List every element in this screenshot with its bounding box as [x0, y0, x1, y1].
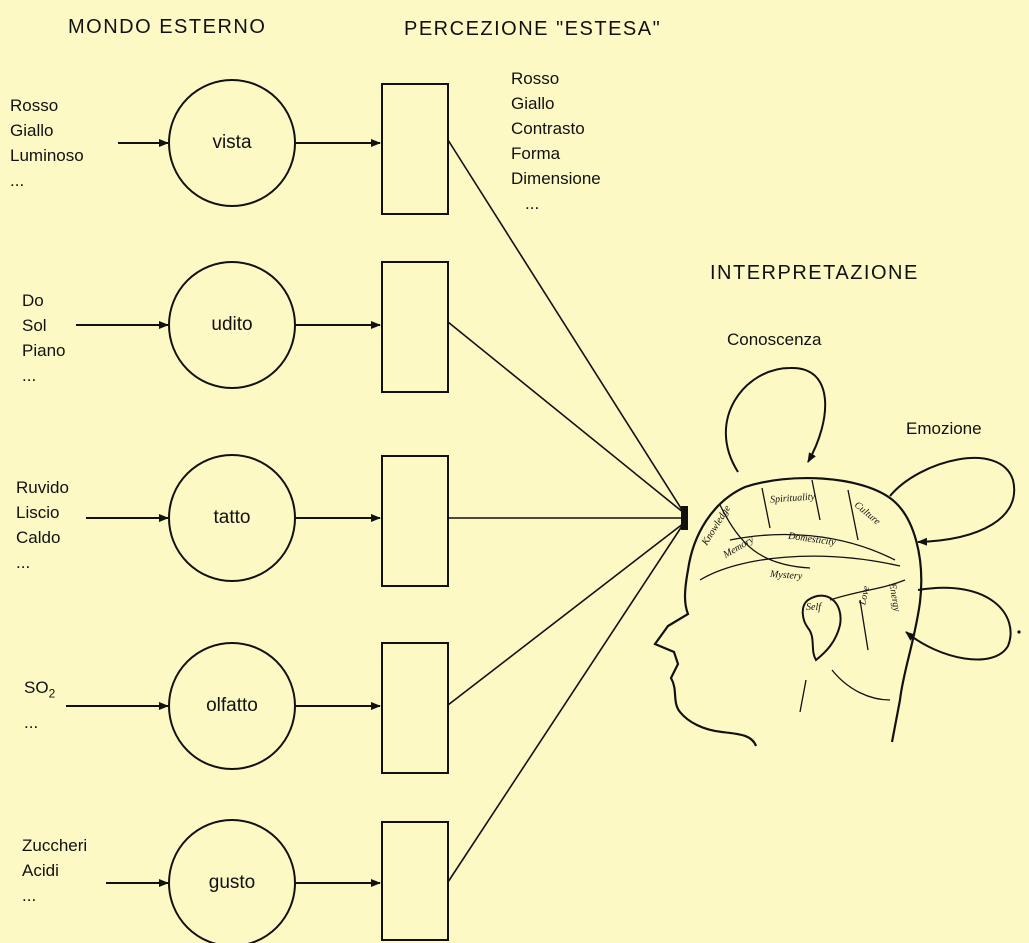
perception-box-vista [381, 83, 449, 215]
stimulus-item: Piano [22, 341, 66, 360]
stimulus-item: Do [22, 291, 44, 310]
sense-label-olfatto: olfatto [206, 695, 258, 716]
converge-line-udito [447, 321, 685, 514]
stimulus-formula: SO [24, 678, 49, 697]
stimuli-olfatto: SO2 ... [24, 675, 55, 735]
stimulus-subscript: 2 [48, 686, 56, 701]
sense-label-tatto: tatto [213, 507, 251, 528]
feature-item: Contrasto [511, 119, 585, 138]
feature-item: Rosso [511, 69, 560, 88]
phrenology-label: Self [806, 602, 821, 613]
converge-line-vista [447, 139, 685, 514]
stimulus-item: Luminoso [10, 146, 84, 165]
stimulus-item: SO2 [24, 675, 55, 700]
feature-item: ... [525, 194, 540, 213]
stimuli-tatto: Ruvido Liscio Caldo ... [16, 475, 69, 575]
converge-line-olfatto [447, 522, 685, 706]
stimulus-item: Acidi [22, 861, 59, 880]
perception-box-udito [381, 261, 449, 393]
perception-features: Rosso Giallo Contrasto Forma Dimensione … [511, 66, 601, 216]
converge-line-gusto [447, 522, 685, 883]
perception-box-olfatto [381, 642, 449, 774]
phrenology-label: Mystery [769, 568, 803, 583]
stimulus-item: Caldo [16, 528, 61, 547]
ear [801, 594, 842, 662]
knowledge-loop [725, 366, 827, 473]
stimulus-item: Ruvido [16, 478, 69, 497]
stimulus-item: ... [10, 171, 25, 190]
stray-dot [1017, 630, 1021, 634]
stimulus-item: Sol [22, 316, 47, 335]
stimulus-item: Rosso [10, 96, 59, 115]
emotion-loop-lower [905, 586, 1012, 661]
stimuli-gusto: Zuccheri Acidi ... [22, 833, 87, 908]
knowledge-label: Conoscenza [727, 330, 822, 349]
stimuli-udito: Do Sol Piano ... [22, 288, 65, 388]
perception-box-tatto [381, 455, 449, 587]
stimuli-vista: Rosso Giallo Luminoso ... [10, 93, 84, 193]
feature-item: Dimensione [511, 169, 601, 188]
emotion-loop-upper [889, 457, 1016, 546]
header-interpretation: INTERPRETAZIONE [710, 262, 919, 284]
emotion-label: Emozione [906, 419, 982, 438]
stimulus-item: Zuccheri [22, 836, 88, 855]
stimulus-item: ... [22, 366, 37, 385]
stimulus-item: ... [24, 713, 39, 732]
perception-box-gusto [381, 821, 449, 941]
sense-label-vista: vista [212, 132, 252, 153]
convergence-point [681, 506, 688, 530]
feature-item: Giallo [511, 94, 555, 113]
sense-label-gusto: gusto [208, 872, 256, 893]
neck-shading [799, 669, 891, 713]
stimulus-item: Liscio [16, 503, 60, 522]
sense-label-udito: udito [211, 314, 253, 335]
head-profile [653, 476, 923, 747]
header-external-world: MONDO ESTERNO [68, 16, 267, 38]
stimulus-item: ... [22, 886, 37, 905]
stimulus-item: Giallo [10, 121, 54, 140]
header-extended-perception: PERCEZIONE "ESTESA" [404, 18, 662, 40]
feature-item: Forma [511, 144, 561, 163]
brain-region-lines [699, 479, 906, 651]
stimulus-item: ... [16, 553, 31, 572]
